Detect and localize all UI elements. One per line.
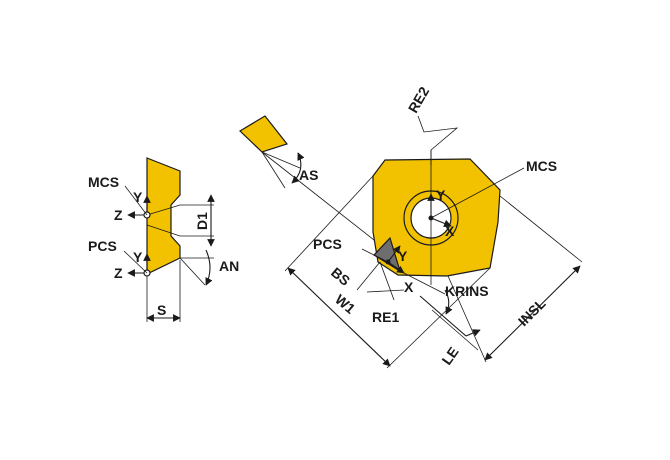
pcs-top-label: PCS <box>313 236 342 252</box>
as-label: AS <box>299 167 318 183</box>
an-angle-arc <box>205 249 213 286</box>
pcs-side-leader <box>123 250 148 274</box>
bs-label: BS <box>328 264 353 289</box>
side-view: MCS Y Z PCS Y Z AN S D1 <box>88 157 239 322</box>
as-guide-line <box>261 151 389 252</box>
mcs-top-label: MCS <box>526 158 557 174</box>
le-label: LE <box>438 344 461 368</box>
le-dimension-line <box>419 295 467 337</box>
mcs-side-label: MCS <box>88 174 119 190</box>
mcs-side-leader <box>124 185 148 216</box>
top-mcs-x-axis <box>430 217 452 228</box>
le-arrow <box>465 329 481 337</box>
pcs-top-leader <box>361 248 389 263</box>
w1-dimension-line <box>287 267 391 367</box>
top-view: RE2 MCS Y X PCS Y X BS W1 RE1 KRINS INSL… <box>261 84 583 369</box>
top-x-label: X <box>445 223 455 239</box>
as-angle-arc <box>291 152 305 184</box>
re2-label: RE2 <box>405 84 433 116</box>
w1-extension-line <box>284 175 374 272</box>
top-y-label: Y <box>436 187 446 203</box>
as-reference-line <box>261 151 286 189</box>
w1-label: W1 <box>332 291 359 317</box>
insl-extension-line <box>447 275 487 363</box>
w1-extension-line <box>386 267 491 369</box>
side-z-label: Z <box>114 265 123 281</box>
bs-dimension-line <box>366 289 405 293</box>
side-view-inner-edge <box>146 204 181 216</box>
s-label: S <box>157 302 166 318</box>
insl-dimension-line <box>484 265 581 361</box>
an-reference-line <box>179 257 206 286</box>
bs-leader <box>356 261 381 291</box>
side-y-label: Y <box>133 249 143 265</box>
side-view-insert-body <box>146 157 181 275</box>
insl-label: INSL <box>515 295 549 329</box>
insl-extension-line <box>499 195 583 263</box>
krins-label: KRINS <box>445 283 489 299</box>
as-reference-line <box>261 151 301 169</box>
re1-label: RE1 <box>372 309 399 325</box>
krins-reference-line <box>399 270 446 295</box>
re2-leader <box>417 115 459 165</box>
side-y-label: Y <box>133 189 143 205</box>
section-insert-wedge <box>239 115 289 153</box>
side-z-label: Z <box>114 207 123 223</box>
top-pcs-x-axis <box>387 261 405 274</box>
pcs-side-label: PCS <box>88 238 117 254</box>
krins-angle-arc <box>444 289 453 315</box>
d1-label: D1 <box>194 212 210 230</box>
corner-y-label: Y <box>398 248 408 264</box>
an-label: AN <box>219 258 239 274</box>
side-view-inner-edge <box>146 224 181 237</box>
mcs-top-leader <box>430 167 525 219</box>
top-pcs-y-axis <box>387 245 401 263</box>
re1-leader <box>379 261 395 301</box>
le-reference-line <box>431 309 479 351</box>
section-view: AS <box>239 115 318 189</box>
corner-x-label: X <box>404 279 414 295</box>
